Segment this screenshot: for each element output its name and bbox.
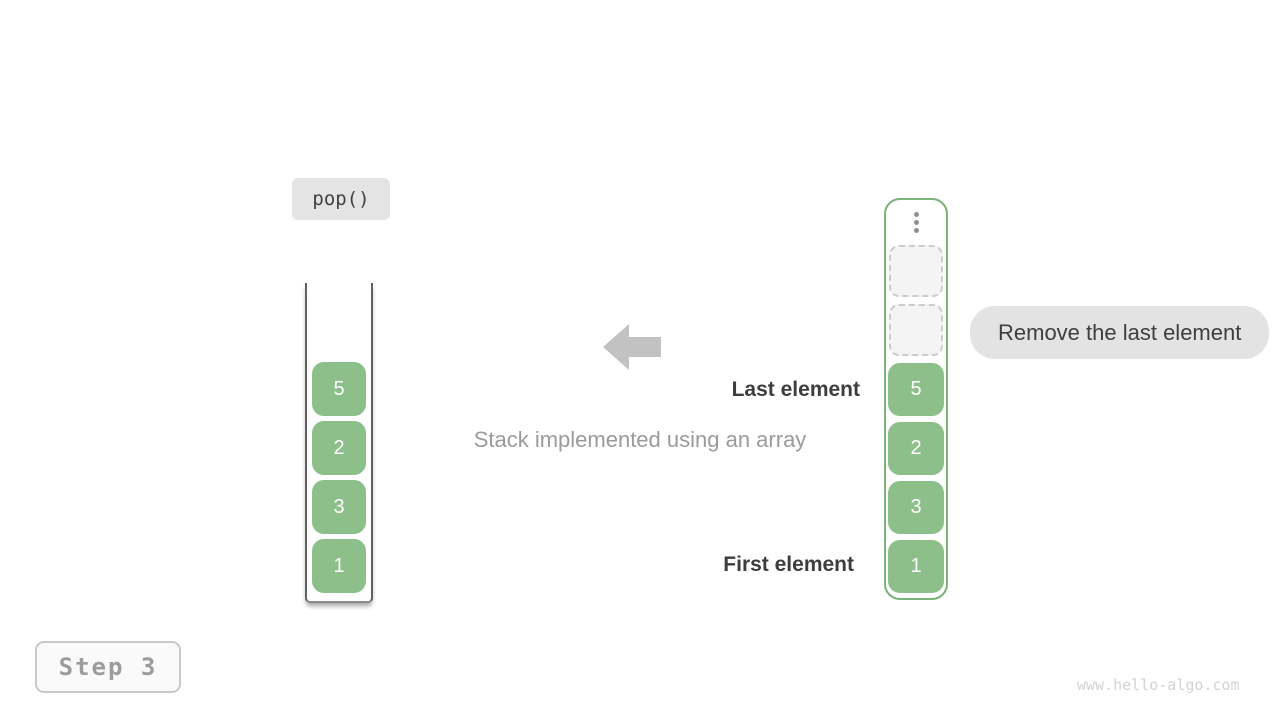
step-badge: Step 3 [35, 641, 181, 693]
stack-container: 5 2 3 1 [305, 283, 373, 603]
remove-note-label: Remove the last element [970, 306, 1270, 359]
last-element-label: Last element [731, 378, 860, 401]
pop-operation-label: pop() [292, 178, 390, 220]
stack-item: 3 [312, 480, 366, 534]
array-container: 5 2 3 1 [884, 198, 948, 600]
array-item: 2 [888, 422, 944, 475]
stack-item: 1 [312, 539, 366, 593]
array-item: 3 [888, 481, 944, 534]
array-item: 5 [888, 363, 944, 416]
stack-item: 2 [312, 421, 366, 475]
vertical-ellipsis-icon [913, 212, 919, 234]
watermark: www.hello-algo.com [1077, 676, 1240, 694]
left-arrow-icon [603, 324, 661, 370]
empty-slot [889, 245, 943, 297]
first-element-label: First element [723, 553, 854, 576]
figure-caption: Stack implemented using an array [473, 427, 807, 452]
array-item: 1 [888, 540, 944, 593]
empty-slot [889, 304, 943, 356]
stack-item: 5 [312, 362, 366, 416]
